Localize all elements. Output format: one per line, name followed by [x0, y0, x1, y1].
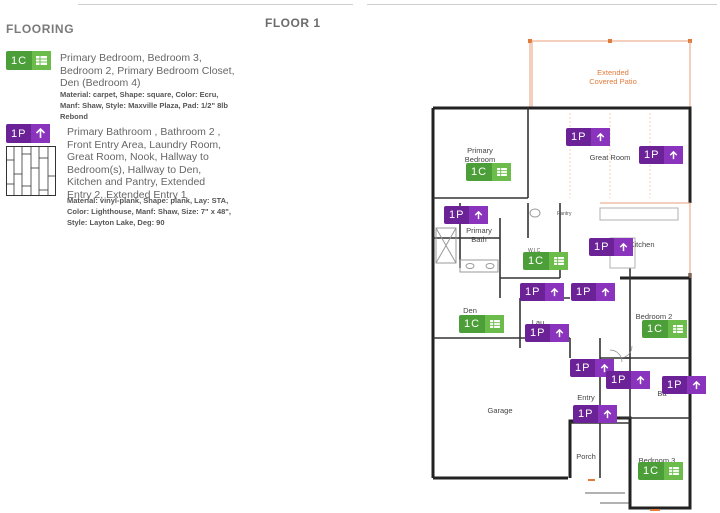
carpet-icon [485, 315, 505, 333]
up-arrow-icon [614, 238, 634, 256]
up-arrow-icon [31, 124, 51, 143]
plan-badge-bath2[interactable]: 1P [662, 376, 707, 394]
badge-code: 1P [578, 408, 594, 420]
plan-badge-primary-bath[interactable]: 1P [444, 206, 489, 224]
room-label-primary-bath: Primary Bath [466, 226, 492, 244]
badge-code: 1P [611, 374, 627, 386]
up-arrow-icon [469, 206, 489, 224]
plan-badge-entry-3[interactable]: 1P [573, 405, 618, 423]
room-label-bedroom3: Bedroom 3 [638, 456, 676, 465]
section-title: FLOORING [6, 22, 75, 36]
plan-badge-great-room-1[interactable]: 1P [566, 128, 611, 146]
room-label-pantry: Pantry [557, 211, 572, 217]
badge-code: 1P [530, 327, 546, 339]
badge-code: 1C [643, 465, 660, 477]
badge-code: 1C [464, 318, 481, 330]
plan-badge-primary-bedroom[interactable]: 1C [466, 163, 512, 181]
room-label-patio: Extended Covered Patio [589, 68, 637, 86]
carpet-icon [32, 51, 52, 70]
legend-details-carpet: Material: carpet, Shape: square, Color: … [60, 90, 228, 121]
up-arrow-icon [591, 128, 611, 146]
badge-code: 1C [471, 166, 488, 178]
plan-badge-bedroom2[interactable]: 1C [642, 320, 688, 338]
legend-rooms-vinyl: Primary Bathroom , Bathroom 2 , Front En… [67, 126, 222, 201]
legend-details-vinyl: Material: vinyl-plank, Shape: plank, Lay… [67, 196, 231, 227]
plan-badge-hall-2[interactable]: 1P [571, 283, 616, 301]
badge-code: 1P [449, 209, 465, 221]
up-arrow-icon [550, 324, 570, 342]
up-arrow-icon [545, 283, 565, 301]
room-label-primary-bedroom: Primary Bedroom [464, 146, 496, 164]
room-label-laundry: Lau [531, 318, 545, 327]
room-label-kitchen: Kitchen [629, 240, 655, 249]
up-arrow-icon [631, 371, 651, 389]
vinyl-plank-swatch [6, 146, 56, 196]
room-label-garage: Garage [487, 406, 513, 415]
room-label-den: Den [463, 306, 477, 315]
badge-code: 1P [594, 241, 610, 253]
room-label-wic: W.I.C [528, 248, 541, 254]
plan-badge-great-room-2[interactable]: 1P [639, 146, 684, 164]
up-arrow-icon [596, 283, 616, 301]
legend-badge-vinyl[interactable]: 1P [6, 124, 51, 143]
legend-rooms-carpet: Primary Bedroom, Bedroom 3, Bedroom 2, P… [60, 52, 235, 89]
carpet-icon [668, 320, 688, 338]
up-arrow-icon [664, 146, 684, 164]
plan-badge-kitchen[interactable]: 1P [589, 238, 634, 256]
badge-code: 1P [667, 379, 683, 391]
floor-plan-drawing [431, 39, 692, 511]
top-divider-right [367, 0, 717, 5]
badge-code: 1C [11, 54, 28, 67]
carpet-icon [492, 163, 512, 181]
top-divider-left [78, 0, 353, 5]
room-label-porch: Porch [576, 452, 596, 461]
carpet-icon [549, 252, 569, 270]
plan-badge-laundry[interactable]: 1P [525, 324, 570, 342]
page-title: FLOOR 1 [265, 16, 321, 30]
badge-code: 1C [528, 255, 545, 267]
plan-badge-entry-2[interactable]: 1P [606, 371, 651, 389]
badge-code: 1P [576, 286, 592, 298]
badge-code: 1C [647, 323, 664, 335]
up-arrow-icon [687, 376, 707, 394]
up-arrow-icon [598, 405, 618, 423]
plan-badge-hall-1[interactable]: 1P [520, 283, 565, 301]
plan-badge-den[interactable]: 1C [459, 315, 505, 333]
room-label-entry: Entry [577, 393, 595, 402]
badge-code: 1P [575, 362, 591, 374]
badge-code: 1P [571, 131, 587, 143]
legend-badge-carpet[interactable]: 1C [6, 51, 52, 70]
floor-plan: Extended Covered Patio Primary Bedroom G… [420, 38, 720, 513]
plan-badge-wic[interactable]: 1C [523, 252, 569, 270]
badge-code: 1P [644, 149, 660, 161]
badge-code: 1P [11, 127, 27, 140]
badge-code: 1P [525, 286, 541, 298]
carpet-icon [664, 462, 684, 480]
room-label-great-room: Great Room [589, 153, 631, 162]
room-label-bedroom2: Bedroom 2 [635, 312, 673, 321]
plan-badge-bedroom3[interactable]: 1C [638, 462, 684, 480]
